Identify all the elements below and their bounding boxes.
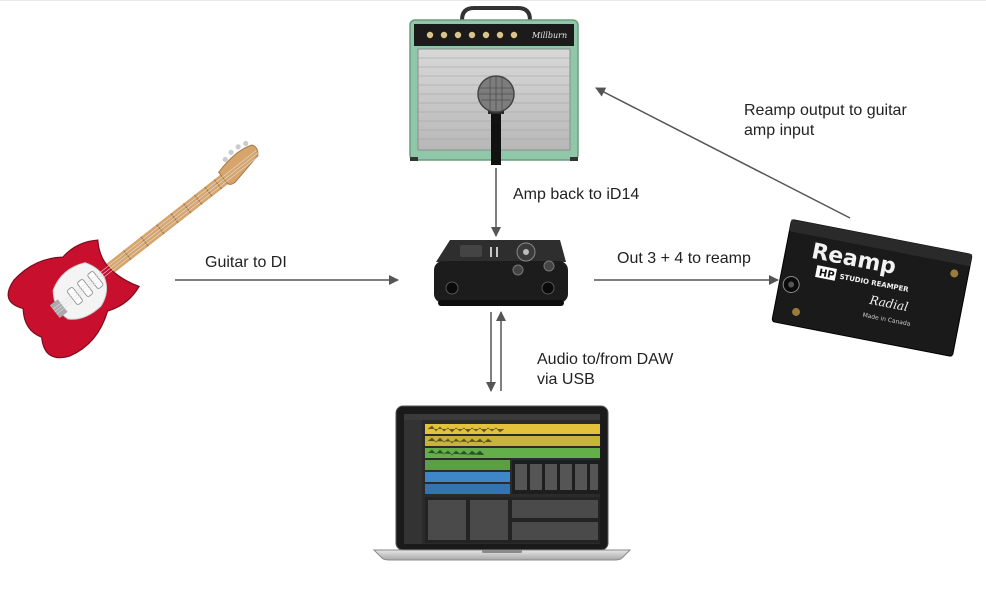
reamp-box-icon: Reamp HP STUDIO REAMPER Radial Made in C… <box>771 219 973 357</box>
laptop-daw-icon <box>372 405 632 561</box>
reamp-model: HP <box>818 268 836 282</box>
label-out-to-reamp: Out 3 + 4 to reamp <box>617 250 751 267</box>
guitar-amp-icon: Millburn <box>409 6 579 161</box>
label-audio-daw: Audio to/from DAW via USB <box>537 351 674 388</box>
label-guitar-to-di: Guitar to DI <box>205 254 287 271</box>
label-amp-back: Amp back to iD14 <box>513 186 640 203</box>
audio-interface-icon <box>434 240 568 306</box>
amp-brand: Millburn <box>531 31 567 40</box>
label-reamp-output: Reamp output to guitar amp input <box>744 102 907 139</box>
top-border <box>0 0 986 1</box>
arrow-reamp-to-amp <box>595 87 851 219</box>
microphone-icon <box>477 75 515 165</box>
electric-guitar-icon <box>7 140 261 359</box>
